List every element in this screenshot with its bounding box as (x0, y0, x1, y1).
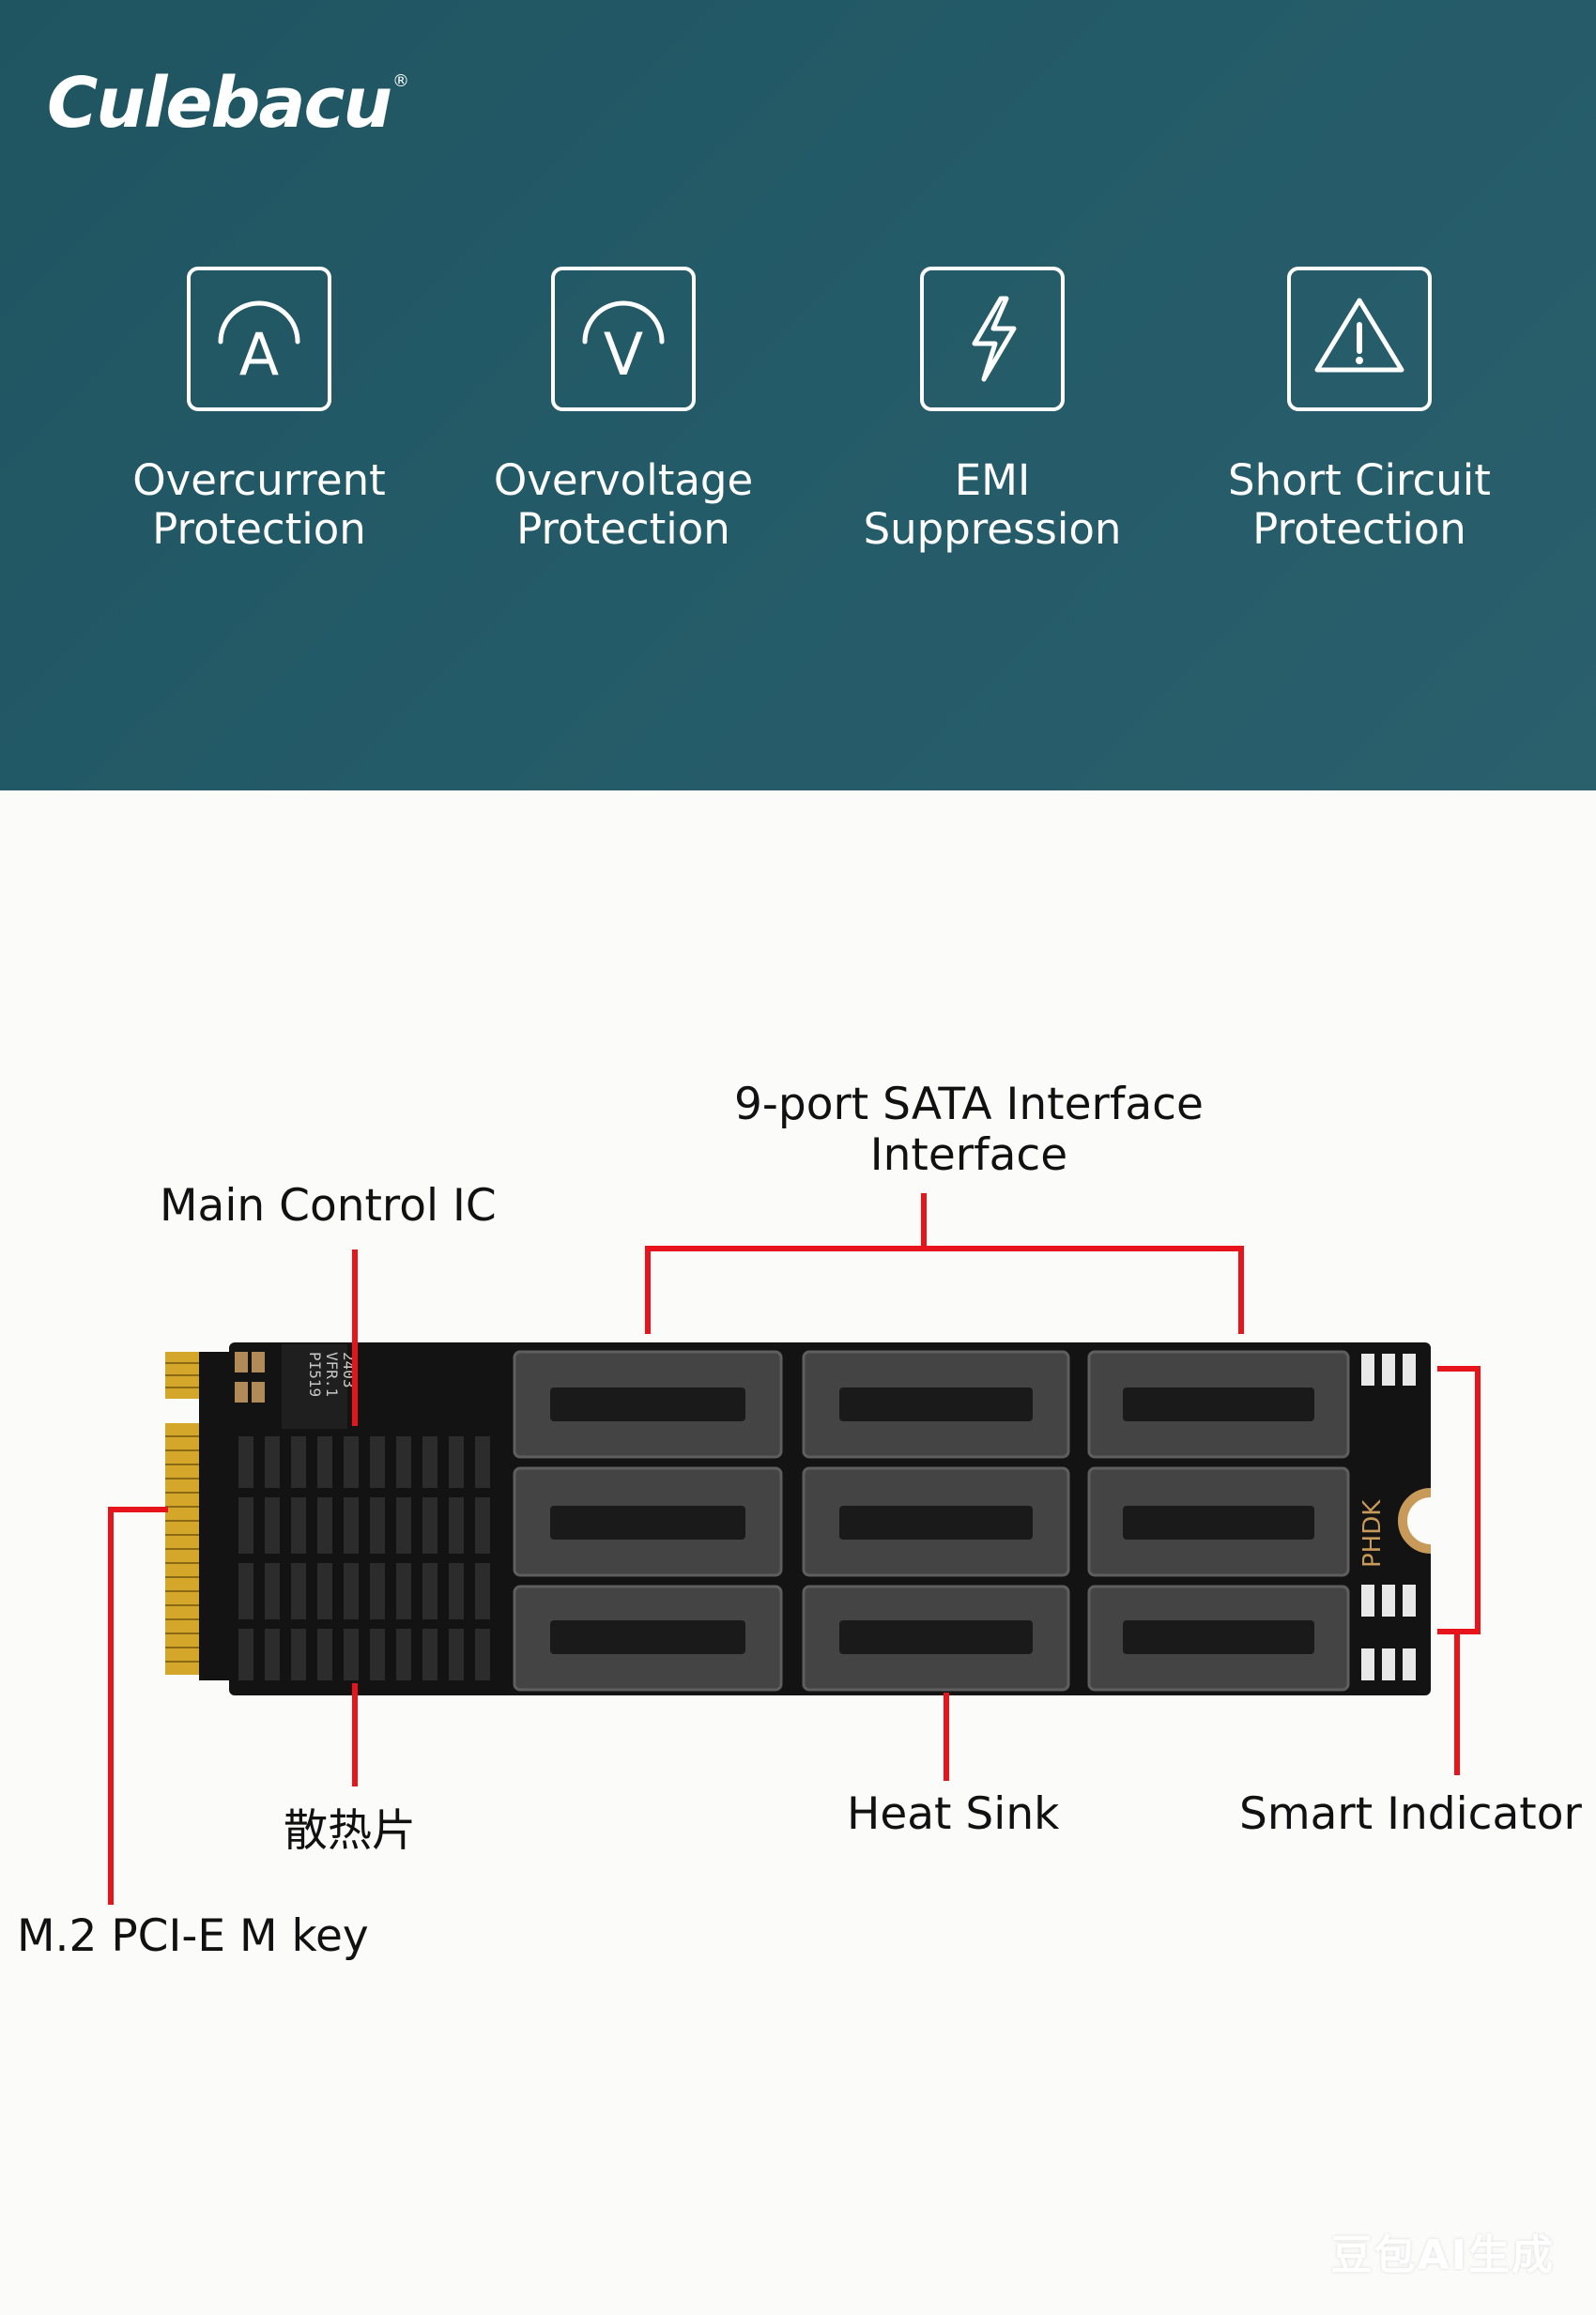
current-a-icon: A (187, 267, 331, 411)
voltage-v-icon: V (551, 267, 696, 411)
heatsink-bands (235, 1488, 498, 1629)
heatsink-cn-callout: 散热片 (284, 1805, 416, 1857)
callout-lines (108, 1193, 1481, 1905)
svg-text:V: V (604, 320, 643, 389)
sata-slots (550, 1387, 1314, 1654)
chip-marking: VFR.1 (323, 1352, 341, 1397)
mounting-notch (1398, 1488, 1432, 1554)
gold-fingers (165, 1352, 231, 1680)
registered-mark: ® (392, 70, 409, 91)
lightning-bolt-icon (920, 267, 1065, 411)
chip-marking: PI519 (306, 1352, 324, 1397)
m2-key-callout: M.2 PCI-E M key (17, 1910, 369, 1962)
capacitors (235, 1352, 265, 1403)
m2-card: PI519 VFR.1 2403 (165, 1342, 1432, 1695)
ai-watermark: 豆包AI生成 (1330, 2231, 1555, 2279)
smart-indicator-leds (1361, 1354, 1416, 1680)
feature-emi: EMI Suppression (833, 267, 1152, 554)
feature-label: EMI Suppression (863, 455, 1122, 554)
brand-name: Culebacu (47, 63, 392, 144)
brand-logo: Culebacu ® (47, 56, 409, 150)
main-control-ic-callout: Main Control IC (160, 1180, 497, 1232)
smart-indicator-callout: Smart Indicator (1239, 1788, 1582, 1840)
heat-sink-callout: Heat Sink (847, 1788, 1060, 1840)
silk-model-marking: PHDK (1358, 1499, 1387, 1568)
svg-text:A: A (239, 320, 279, 389)
warning-triangle-icon (1287, 267, 1432, 411)
main-control-ic (282, 1344, 347, 1429)
